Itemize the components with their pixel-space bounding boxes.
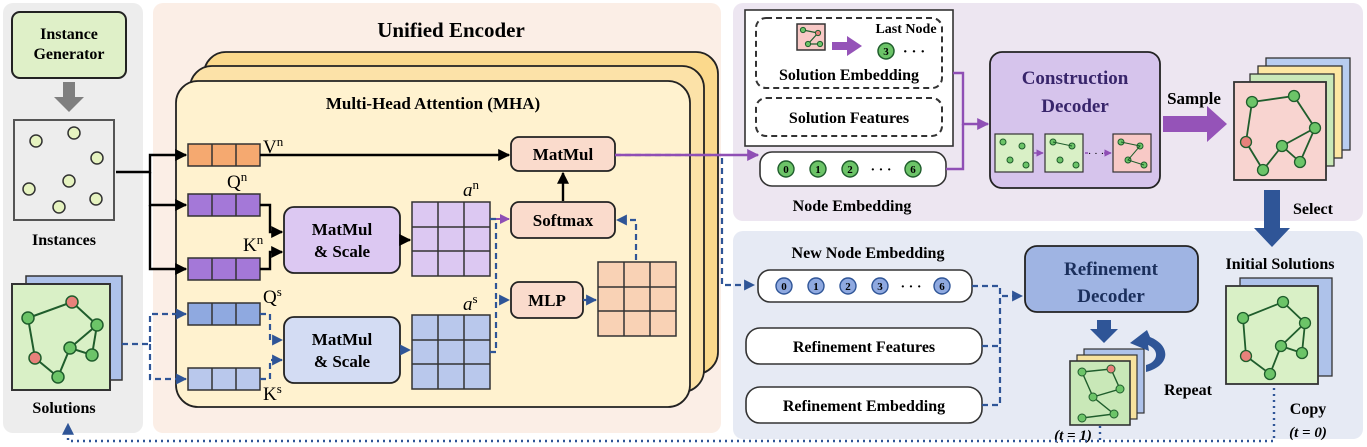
instance-generator-label: Instance bbox=[40, 26, 98, 43]
mha-title: Multi-Head Attention (MHA) bbox=[326, 94, 540, 113]
mlp-box: MLP bbox=[510, 281, 584, 319]
solutions-label: Solutions bbox=[32, 400, 95, 417]
mini-solution-icon bbox=[796, 23, 826, 51]
sampled-solutions-stack bbox=[1233, 57, 1351, 181]
select-label: Select bbox=[1293, 201, 1334, 218]
copy-feedback-loop bbox=[62, 388, 1276, 443]
svg-text:· · ·: · · · bbox=[1088, 148, 1105, 160]
qs-label: Qs bbox=[263, 284, 282, 308]
new-node-index-last: 6 bbox=[939, 281, 945, 293]
as-label: as bbox=[463, 291, 478, 315]
encoder-solid-arrows bbox=[116, 149, 569, 275]
vector-qs bbox=[187, 302, 261, 326]
solution-embedding-label: Solution Embedding bbox=[779, 67, 919, 84]
node-embedding-label: Node Embedding bbox=[793, 198, 912, 215]
construction-decoder-label-2: Decoder bbox=[1041, 96, 1109, 117]
new-node-index-0: 0 bbox=[781, 281, 787, 293]
matmul-scale-s-label-2: & Scale bbox=[314, 352, 371, 371]
refinement-decoder-label: Refinement bbox=[1064, 259, 1159, 280]
matmul-scale-n-label: MatMul bbox=[312, 220, 373, 239]
repeat-label: Repeat bbox=[1164, 382, 1213, 399]
new-node-index-1: 1 bbox=[813, 281, 819, 293]
v-label: Vn bbox=[263, 134, 284, 158]
initial-solutions-stack bbox=[1225, 277, 1333, 385]
refinement-decoder-box: Refinement Decoder bbox=[1024, 245, 1199, 313]
sample-arrow bbox=[1163, 106, 1227, 142]
new-node-embedding-bar: 0 1 2 3 · · · 6 bbox=[757, 269, 973, 303]
new-node-index-3: 3 bbox=[877, 281, 883, 293]
node-index-0: 0 bbox=[783, 164, 789, 176]
matmul-scale-s-box: MatMul & Scale bbox=[283, 316, 401, 384]
vector-kn bbox=[187, 257, 261, 281]
refinement-features-box: Refinement Features bbox=[745, 327, 983, 365]
attention-matrix-n bbox=[411, 201, 491, 277]
node-ellipsis: · · · bbox=[870, 163, 891, 178]
construction-step-icons: · · · bbox=[994, 133, 1152, 173]
generator-arrow bbox=[54, 82, 84, 112]
new-node-index-2: 2 bbox=[845, 281, 851, 293]
initial-solutions-label: Initial Solutions bbox=[1226, 256, 1335, 273]
solutions-stack bbox=[11, 275, 123, 391]
matmul-scale-n-box: MatMul & Scale bbox=[283, 206, 401, 274]
select-arrow bbox=[1254, 190, 1290, 247]
matmul-scale-n-label-2: & Scale bbox=[314, 242, 371, 261]
matmul-label: MatMul bbox=[533, 145, 594, 164]
new-node-embedding-label: New Node Embedding bbox=[792, 245, 945, 262]
vector-qn bbox=[187, 193, 261, 217]
last-node-index: 3 bbox=[883, 46, 889, 58]
node-index-last: 6 bbox=[910, 164, 916, 176]
softmax-box: Softmax bbox=[510, 201, 616, 239]
instance-generator-box: Instance Generator bbox=[11, 11, 127, 79]
refinement-input-arrows bbox=[972, 284, 1024, 407]
node-embedding-bar: 0 1 2 · · · 6 bbox=[759, 151, 947, 187]
instances-label: Instances bbox=[32, 232, 96, 249]
context-to-decoder-arrows bbox=[946, 71, 990, 171]
last-node-circle bbox=[877, 42, 895, 60]
new-node-ellipsis: · · · bbox=[900, 280, 921, 295]
last-node-ellipsis: · · · bbox=[903, 44, 926, 60]
solution-features-label: Solution Features bbox=[789, 110, 909, 127]
kn-label: Kn bbox=[243, 232, 264, 256]
an-label: an bbox=[463, 177, 480, 201]
solution-features-box bbox=[755, 97, 943, 137]
vector-ks bbox=[187, 367, 261, 391]
solution-embedding-box bbox=[755, 17, 943, 89]
mlp-label: MLP bbox=[528, 291, 566, 310]
decoder-down-arrow bbox=[1090, 320, 1118, 343]
node-index-1: 1 bbox=[815, 164, 821, 176]
refined-solutions-stack bbox=[1069, 348, 1145, 426]
encoder-title: Unified Encoder bbox=[377, 18, 525, 42]
refinement-features-label: Refinement Features bbox=[793, 339, 935, 356]
refinement-decoder-label-2: Decoder bbox=[1077, 286, 1145, 307]
qn-label: Qn bbox=[227, 169, 248, 193]
ks-label: Ks bbox=[263, 381, 282, 405]
instances-box bbox=[13, 119, 115, 221]
node-index-2: 2 bbox=[847, 164, 853, 176]
to-last-node-arrow bbox=[832, 36, 862, 56]
construction-decoder-box: Construction Decoder · · · bbox=[989, 51, 1161, 189]
refinement-embedding-label: Refinement Embedding bbox=[783, 398, 945, 415]
softmax-label: Softmax bbox=[533, 211, 594, 230]
repeat-icon bbox=[1130, 330, 1166, 372]
instance-generator-label-2: Generator bbox=[33, 46, 104, 63]
t0-label: (t = 0) bbox=[1289, 425, 1327, 441]
t1-label: (t = 1) bbox=[1054, 428, 1092, 444]
refinement-embedding-box: Refinement Embedding bbox=[745, 386, 983, 424]
matmul-scale-s-label: MatMul bbox=[312, 330, 373, 349]
sample-label: Sample bbox=[1167, 89, 1221, 108]
mlp-output-matrix bbox=[597, 261, 677, 337]
copy-label: Copy bbox=[1290, 401, 1326, 418]
attention-matrix-s bbox=[411, 314, 491, 390]
vector-v bbox=[187, 143, 261, 167]
matmul-box: MatMul bbox=[510, 136, 616, 172]
construction-context-box bbox=[744, 9, 954, 147]
last-node-label: Last Node bbox=[875, 22, 936, 37]
construction-decoder-label: Construction bbox=[1022, 68, 1129, 89]
